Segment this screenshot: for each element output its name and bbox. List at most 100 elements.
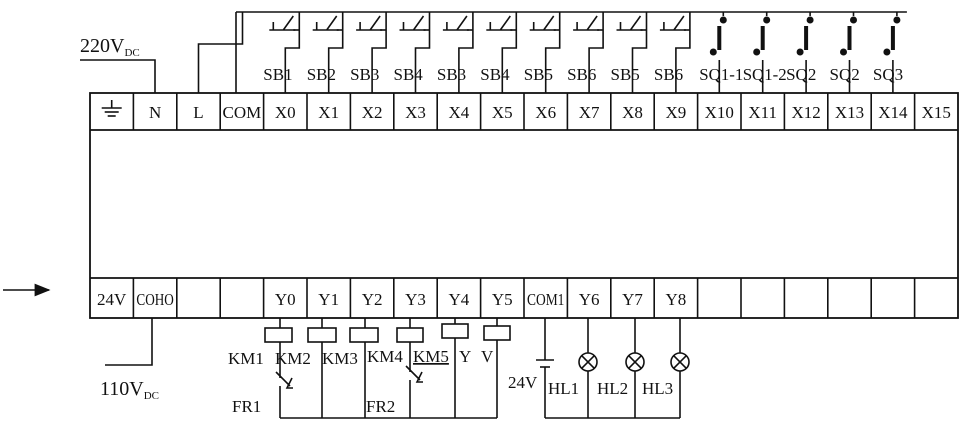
- contact-dot-icon: [763, 16, 771, 24]
- pushbutton-switch-icon: [356, 15, 383, 31]
- input-sb2-1: SB2: [307, 12, 344, 93]
- top-terminal-com: COM: [223, 103, 262, 122]
- coil-km1: [264, 327, 293, 343]
- input-label-sb4: SB4: [394, 65, 424, 84]
- contact-dot-icon: [806, 16, 814, 24]
- input-sq2-12: SQ2: [786, 12, 816, 93]
- input-sb6-9: SB6: [654, 12, 691, 93]
- top-terminal-x6: X6: [535, 103, 556, 122]
- input-label-sb3: SB3: [350, 65, 379, 84]
- input-sq2-13: SQ2: [830, 12, 860, 93]
- bottom-terminal-y8: Y8: [666, 290, 687, 309]
- input-label-sq3: SQ3: [873, 65, 903, 84]
- input-label-sb3: SB3: [437, 65, 466, 84]
- top-terminal-n: N: [149, 103, 161, 122]
- bottom-terminal-y3: Y3: [405, 290, 426, 309]
- top-terminal-x12: X12: [791, 103, 820, 122]
- bottom-terminal-y7: Y7: [622, 290, 643, 309]
- top-terminal-x2: X2: [362, 103, 383, 122]
- bottom-terminal-y0: Y0: [275, 290, 296, 309]
- fr1-contact-symbol: [275, 371, 293, 389]
- input-sb5-8: SB5: [611, 12, 648, 93]
- supply-220v-wire-n: [80, 59, 156, 93]
- contact-dot-icon: [796, 48, 804, 56]
- lamp-label-hl2: HL2: [597, 379, 628, 398]
- input-label-sq2: SQ2: [786, 65, 816, 84]
- supply-220v-label: 220VDC: [80, 35, 140, 59]
- supply-110v-wire: [105, 318, 153, 366]
- coil-label-km2: KM2: [275, 349, 311, 368]
- top-terminal-x15: X15: [922, 103, 951, 122]
- pushbutton-switch-icon: [399, 15, 426, 31]
- top-terminal-x7: X7: [579, 103, 600, 122]
- top-terminal-x10: X10: [705, 103, 734, 122]
- input-label-sb1: SB1: [263, 65, 292, 84]
- top-terminal-x4: X4: [449, 103, 470, 122]
- bottom-terminal-24v: 24V: [97, 290, 127, 309]
- pushbutton-switch-icon: [442, 15, 469, 31]
- pushbutton-switch-icon: [659, 15, 686, 31]
- pushbutton-switch-icon: [616, 15, 643, 31]
- contact-dot-icon: [719, 16, 727, 24]
- contact-dot-icon: [840, 48, 847, 56]
- coil-km4: [396, 327, 424, 343]
- top-terminal-x13: X13: [835, 103, 864, 122]
- lamp-hl1-cross: [581, 355, 595, 369]
- input-label-sb2: SB2: [307, 65, 336, 84]
- output-wiring: 110VDC: [100, 318, 690, 419]
- input-sb4-5: SB4: [480, 12, 518, 93]
- coil-v: [483, 325, 511, 341]
- top-terminal-x8: X8: [622, 103, 643, 122]
- top-terminal-x1: X1: [318, 103, 339, 122]
- pushbutton-switch-icon: [486, 15, 513, 31]
- bottom-terminal-y6: Y6: [579, 290, 600, 309]
- input-sb6-7: SB6: [567, 12, 604, 93]
- coil-km3: [349, 327, 379, 343]
- coil-label-km1: KM1: [228, 349, 264, 368]
- input-label-sb4: SB4: [480, 65, 510, 84]
- contact-dot-icon: [883, 48, 891, 56]
- pushbutton-switch-icon: [573, 15, 600, 31]
- input-label-sb5: SB5: [611, 65, 640, 84]
- ground-icon: [101, 100, 122, 117]
- lamp-hl3-cross: [673, 355, 687, 369]
- input-sb3-4: SB3: [437, 12, 474, 93]
- bottom-terminal-coho: COHO: [136, 290, 173, 309]
- pushbutton-switch-icon: [312, 15, 339, 31]
- top-terminal-x3: X3: [405, 103, 426, 122]
- top-terminal-x0: X0: [275, 103, 296, 122]
- input-sb5-6: SB5: [524, 12, 561, 93]
- input-label-sb6: SB6: [567, 65, 596, 84]
- input-label-sq1-1: SQ1-1: [699, 65, 743, 84]
- pushbutton-switch-icon: [269, 15, 296, 31]
- supply-110v-label: 110VDC: [100, 378, 159, 402]
- contact-dot-icon: [709, 48, 717, 56]
- input-sq1-1-10: SQ1-1: [699, 12, 743, 93]
- coil-label-y: Y: [459, 347, 471, 366]
- input-label-sq1-2: SQ1-2: [743, 65, 787, 84]
- lamp-label-hl3: HL3: [642, 379, 673, 398]
- coil-km5: [441, 323, 469, 339]
- coil-label-km5: KM5: [413, 347, 449, 366]
- top-terminal-x5: X5: [492, 103, 513, 122]
- supply-220v: 220VDC: [80, 35, 156, 93]
- bottom-terminal-y2: Y2: [362, 290, 383, 309]
- bottom-terminal-y5: Y5: [492, 290, 513, 309]
- input-sq1-2-11: SQ1-2: [743, 12, 787, 93]
- top-terminal-x11: X11: [748, 103, 777, 122]
- input-sb3-2: SB3: [350, 12, 387, 93]
- input-sb1-0: SB1: [263, 12, 301, 93]
- battery-label: 24V: [508, 373, 538, 392]
- contact-dot-icon: [893, 16, 901, 24]
- contact-dot-icon: [753, 48, 761, 56]
- coil-label-v: V: [481, 347, 494, 366]
- bottom-terminal-y1: Y1: [318, 290, 339, 309]
- top-terminal-x14: X14: [878, 103, 908, 122]
- input-sq3-14: SQ3: [873, 12, 903, 93]
- input-label-sb5: SB5: [524, 65, 553, 84]
- pushbutton-switch-icon: [529, 15, 556, 31]
